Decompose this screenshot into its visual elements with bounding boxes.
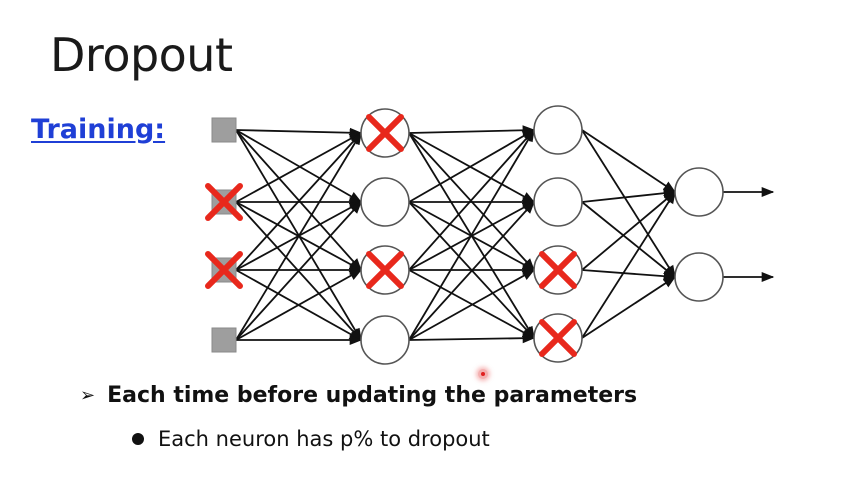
connection-arrow: [235, 132, 362, 271]
connection-arrow: [408, 269, 536, 341]
dropout-cross-icon: [366, 251, 404, 289]
arrow-bullet-icon: ➢: [80, 385, 96, 406]
bullet-sub-text: Each neuron has p% to dropout: [158, 427, 490, 451]
connection-arrow: [581, 188, 677, 203]
neurons-group: [211, 105, 724, 365]
hidden-neuron: [533, 177, 583, 227]
hidden-neuron: [360, 315, 410, 365]
connection-arrow: [235, 129, 362, 271]
connection-arrow: [408, 333, 536, 344]
connection-arrow: [235, 132, 363, 203]
dropout-cross-icon: [205, 251, 243, 289]
connection-arrow: [581, 129, 677, 193]
hidden-neuron: [533, 105, 583, 155]
dropout-marks-group: [205, 114, 577, 357]
connection-arrow: [581, 191, 676, 271]
connection-arrow: [408, 129, 535, 271]
connection-arrow: [581, 129, 676, 279]
hidden-neuron: [360, 177, 410, 227]
input-neuron: [211, 327, 237, 353]
bullet-main: ➢ Each time before updating the paramete…: [80, 383, 637, 408]
connection-arrow: [235, 201, 362, 341]
slide-title: Dropout: [50, 28, 233, 82]
connections-group: [235, 125, 677, 346]
dropout-cross-icon: [539, 319, 577, 357]
connection-arrow: [408, 129, 536, 203]
output-neuron: [674, 167, 724, 217]
connection-arrow: [408, 201, 535, 341]
training-label: Training:: [31, 114, 166, 145]
connection-arrow: [235, 127, 363, 138]
bullet-main-text: Each time before updating the parameters: [107, 383, 638, 408]
connection-arrow: [235, 269, 363, 341]
connection-arrow: [581, 190, 676, 339]
input-neuron: [211, 117, 237, 143]
connection-arrow: [235, 129, 363, 203]
connection-arrow: [408, 132, 536, 203]
output-neuron: [674, 252, 724, 302]
dropout-cross-icon: [539, 251, 577, 289]
output-arrows-group: [723, 186, 775, 283]
connection-arrow: [581, 269, 677, 282]
bullet-sub: Each neuron has p% to dropout: [132, 427, 490, 451]
connection-arrow: [581, 201, 676, 278]
connection-arrow: [235, 131, 362, 341]
dropout-cross-icon: [366, 114, 404, 152]
dropout-cross-icon: [205, 183, 243, 221]
connection-arrow: [408, 128, 535, 341]
dot-bullet-icon: [132, 433, 144, 445]
connection-arrow: [408, 125, 536, 136]
laser-pointer-icon: [478, 369, 488, 379]
connection-arrow: [581, 276, 677, 339]
